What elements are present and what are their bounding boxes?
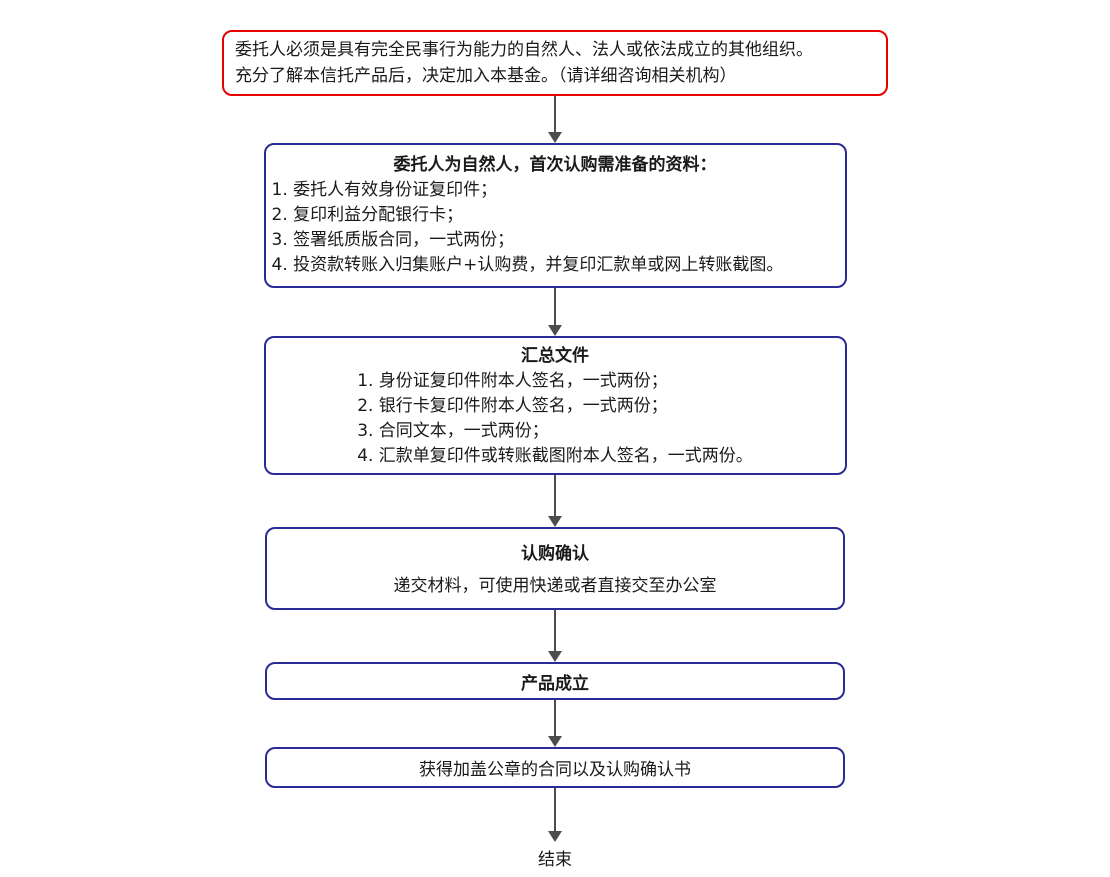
arrowhead-icon (548, 516, 562, 527)
contract-box-title: 获得加盖公章的合同以及认购确认书 (419, 760, 691, 780)
intro-line-2: 充分了解本信托产品后，决定加入本基金。（请详细咨询相关机构） (235, 66, 737, 86)
confirm-box-subtitle: 递交材料，可使用快递或者直接交至办公室 (393, 575, 717, 596)
prepare-box-list: 1. 委托人有效身份证复印件； 2. 复印利益分配银行卡； 3. 签署纸质版合同… (272, 178, 839, 278)
contract-box: 获得加盖公章的合同以及认购确认书 (265, 747, 845, 788)
intro-box: 委托人必须是具有完全民事行为能力的自然人、法人或依法成立的其他组织。 充分了解本… (222, 30, 888, 96)
arrow-shaft (554, 700, 556, 736)
arrow-shaft (554, 610, 556, 651)
end-label: 结束 (538, 850, 572, 870)
arrow-down-1 (548, 96, 562, 143)
arrowhead-icon (548, 325, 562, 336)
prepare-box: 委托人为自然人，首次认购需准备的资料： 1. 委托人有效身份证复印件； 2. 复… (263, 143, 847, 288)
established-box-title: 产品成立 (521, 673, 589, 694)
arrowhead-icon (548, 736, 562, 747)
list-item: 4. 投资款转账入归集账户+认购费，并复印汇款单或网上转账截图。 (271, 255, 784, 275)
confirm-box: 认购确认 递交材料，可使用快递或者直接交至办公室 (265, 527, 845, 610)
list-item: 3. 签署纸质版合同，一式两份； (271, 230, 515, 250)
list-item: 3. 合同文本，一式两份； (357, 421, 549, 441)
list-item: 2. 复印利益分配银行卡； (271, 205, 464, 225)
arrow-shaft (554, 96, 556, 132)
arrow-down-4 (548, 610, 562, 662)
arrow-down-2 (548, 288, 562, 336)
arrowhead-icon (548, 132, 562, 143)
arrow-shaft (554, 288, 556, 325)
arrow-down-6 (548, 788, 562, 842)
intro-line-1: 委托人必须是具有完全民事行为能力的自然人、法人或依法成立的其他组织。 (235, 40, 813, 60)
summary-box: 汇总文件 1. 身份证复印件附本人签名，一式两份； 2. 银行卡复印件附本人签名… (263, 336, 847, 475)
list-item: 1. 身份证复印件附本人签名，一式两份； (357, 371, 668, 391)
arrowhead-icon (548, 831, 562, 842)
summary-box-title: 汇总文件 (521, 346, 589, 366)
list-item: 2. 银行卡复印件附本人签名，一式两份； (357, 396, 668, 416)
list-item: 1. 委托人有效身份证复印件； (271, 180, 498, 200)
arrow-shaft (554, 475, 556, 516)
arrow-down-5 (548, 700, 562, 747)
arrow-shaft (554, 788, 556, 831)
list-item: 4. 汇款单复印件或转账截图附本人签名，一式两份。 (357, 446, 753, 466)
summary-box-list: 1. 身份证复印件附本人签名，一式两份； 2. 银行卡复印件附本人签名，一式两份… (357, 369, 753, 469)
arrowhead-icon (548, 651, 562, 662)
arrow-down-3 (548, 475, 562, 527)
confirm-box-title: 认购确认 (521, 543, 589, 564)
prepare-box-title: 委托人为自然人，首次认购需准备的资料： (393, 155, 717, 175)
established-box: 产品成立 (265, 662, 845, 700)
